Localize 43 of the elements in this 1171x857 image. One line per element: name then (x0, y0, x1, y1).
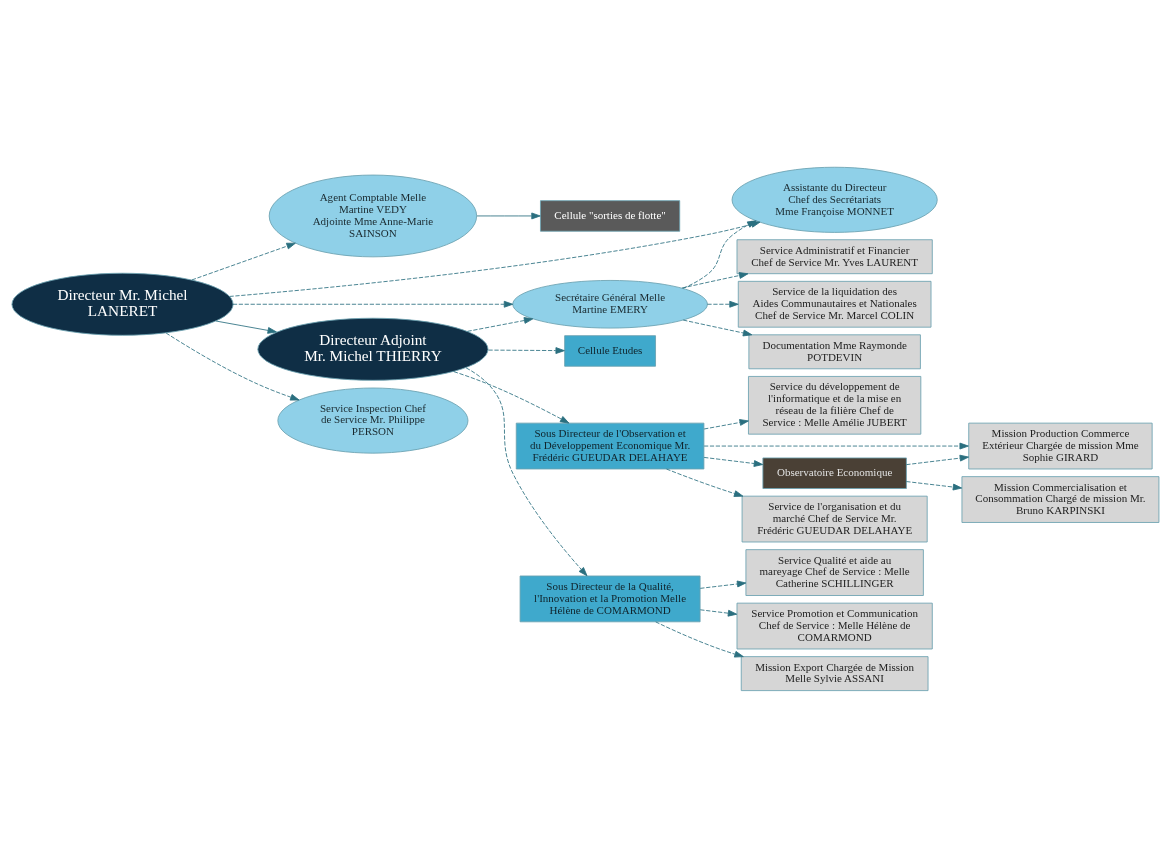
arrow (681, 271, 749, 288)
arrow (487, 346, 565, 354)
arrow (699, 580, 747, 589)
arrow (682, 219, 757, 289)
node-box: Service Promotion et Communication Chef de Service : Melle Hélène de COMARMOND (736, 602, 933, 649)
arrow (476, 212, 541, 219)
node-box: Cellule "sorties de flotte" (540, 199, 681, 232)
arrow (165, 332, 300, 401)
node-box: Observatoire Economique (762, 457, 907, 489)
node-box: Service de l'organisation et du marché Chef de Service Mr. Frédéric GUEUDAR DELAHAYE (741, 495, 928, 542)
node-ellipse: Directeur Mr. Michel LANERET (11, 272, 234, 336)
node-ellipse: Agent Comptable Melle Martine VEDY Adjointe Mme Anne-Marie SAINSON (268, 174, 478, 257)
node-box: Mission Export Chargée de Mission Melle Sylvie ASSANI (740, 655, 929, 691)
node-ellipse: Assistante du Directeur Chef des Secrétariats Mme Françoise MONNET (731, 166, 938, 233)
arrow (703, 418, 749, 429)
arrow (682, 319, 753, 336)
arrow (465, 366, 588, 576)
arrow (467, 316, 534, 332)
arrow (666, 468, 744, 497)
node-box: Service du développement de l'informatique et de la mise en réseau de la filière Chef de Service : Melle Amélie JUBERT (748, 375, 922, 435)
node-box: Service de la liquidation des Aides Communautaires et Nationales Chef de Service Mr. Marcel COLIN (737, 280, 932, 328)
node-ellipse: Directeur Adjoint Mr. Michel THIERRY (257, 317, 489, 381)
node-box: Service Qualité et aide au mareyage Chef de Service : Melle Catherine SCHILLINGER (745, 548, 924, 596)
node-box: Mission Production Commerce Extérieur Chargée de mission Mme Sophie GIRARD (968, 422, 1153, 469)
arrow (655, 620, 744, 657)
arrow (215, 320, 277, 334)
node-box: Cellule Etudes (564, 334, 656, 367)
arrow (232, 300, 514, 308)
node-box: Mission Commercialisation et Consommation Chargé de mission Mr. Bruno KARPINSKI (961, 475, 1160, 523)
arrow (706, 300, 739, 308)
node-ellipse: Secrétaire Général Melle Martine EMERY (512, 279, 708, 328)
node-box: Service Administratif et Financier Chef de Service Mr. Yves LAURENT (736, 238, 933, 274)
arrow (699, 608, 738, 617)
arrow (703, 456, 764, 467)
arrow (191, 242, 296, 280)
node-ellipse: Service Inspection Chef de Service Mr. Philippe PERSON (277, 387, 469, 454)
arrow (906, 454, 970, 465)
node-box: Sous Directeur de l'Observation et du Développement Economique Mr. Frédéric GUEUDAR DELAHAYE (515, 422, 705, 469)
arrow (453, 370, 570, 424)
arrow (703, 442, 969, 449)
node-box: Sous Directeur de la Qualité, l'Innovation et la Promotion Melle Hélène de COMARMOND (519, 575, 701, 622)
arrow (906, 480, 963, 490)
node-box: Documentation Mme Raymonde POTDEVIN (748, 333, 921, 369)
